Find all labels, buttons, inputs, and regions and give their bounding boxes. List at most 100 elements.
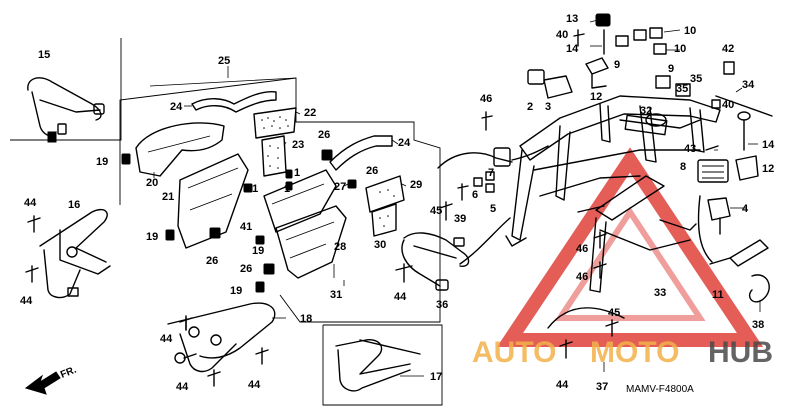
callout-14b: 14 (762, 139, 775, 151)
harness-wire (459, 217, 511, 265)
watermark-auto: AUTO (472, 336, 556, 369)
part-35-clips (655, 75, 691, 97)
main-frame (505, 95, 721, 293)
part-5-harness (437, 145, 549, 169)
callout-25: 25 (218, 55, 230, 67)
callout-9: 9 (614, 59, 620, 71)
part-21-cover (177, 153, 249, 249)
part-2-relay (527, 69, 545, 85)
part-6-7-fasteners (473, 171, 495, 193)
callout-24b: 24 (398, 137, 411, 149)
part-12-bracket (585, 57, 609, 89)
callout-38: 38 (752, 319, 764, 331)
callout-39: 39 (454, 213, 466, 225)
part-24b-trim (329, 135, 393, 171)
part-37-harness (547, 307, 625, 329)
part-34-rod (715, 95, 773, 117)
callout-19c: 19 (252, 245, 264, 257)
part-16-guard (39, 208, 111, 299)
callout-41b: 41 (240, 221, 252, 233)
callout-15: 15 (38, 49, 50, 61)
callout-13: 13 (566, 13, 578, 25)
part-4-sensor (707, 197, 731, 235)
callout-35b: 35 (676, 83, 688, 95)
callout-30: 30 (374, 239, 386, 251)
group-box-bottom (322, 324, 443, 406)
callout-46b: 46 (576, 243, 588, 255)
callout-10: 10 (684, 25, 696, 37)
part-8-regulator (697, 159, 729, 183)
watermark-logo (496, 147, 764, 347)
callout-26d: 26 (240, 263, 252, 275)
callout-19b: 19 (146, 231, 158, 243)
callout-43: 43 (684, 143, 696, 155)
callout-19: 19 (96, 156, 108, 168)
part-23-pad (261, 135, 287, 177)
callout-26c: 26 (206, 255, 218, 267)
callout-40b: 40 (722, 99, 734, 111)
group-box-left (10, 38, 122, 141)
callout-1b: 1 (284, 183, 290, 195)
callout-18: 18 (300, 313, 312, 325)
part-40-bolt-b (711, 99, 721, 109)
callout-12b: 12 (762, 163, 774, 175)
callout-28: 28 (334, 241, 346, 253)
callout-3: 3 (545, 101, 551, 113)
callout-8: 8 (680, 161, 686, 173)
group-box-top (119, 77, 297, 205)
part-13-cap (595, 13, 611, 27)
part-42-bolt (723, 61, 735, 75)
callout-16: 16 (68, 199, 80, 211)
callout-26b: 26 (366, 165, 378, 177)
callout-4: 4 (742, 203, 749, 215)
callout-27: 27 (334, 181, 346, 193)
callout-17: 17 (430, 371, 442, 383)
callout-9b: 9 (668, 63, 674, 75)
callout-11: 11 (712, 289, 724, 301)
callout-24: 24 (170, 101, 183, 113)
callout-22: 22 (304, 107, 316, 119)
callout-36: 36 (436, 299, 448, 311)
callout-31: 31 (330, 289, 342, 301)
callout-32: 32 (640, 105, 652, 117)
callouts: 13 40 14 10 10 9 9 42 34 35 35 2 3 12 32… (20, 13, 775, 393)
part-38-clip (748, 274, 770, 303)
front-direction-arrow-icon (24, 371, 61, 395)
part-3-unit (543, 75, 573, 99)
callout-44b: 44 (20, 295, 33, 307)
callout-46c: 46 (576, 271, 588, 283)
callout-14: 14 (566, 43, 579, 55)
watermark-moto: MOTO (590, 336, 679, 369)
callout-10b: 10 (674, 43, 686, 55)
part-11-harness (697, 195, 769, 267)
callout-23: 23 (292, 139, 304, 151)
callout-45: 45 (430, 205, 442, 217)
callout-12: 12 (590, 91, 602, 103)
diagram-code: MAMV-F4800A (626, 384, 694, 395)
front-direction-label: FR. (59, 364, 78, 380)
part-15-guard (27, 77, 105, 143)
callout-44f: 44 (248, 379, 261, 391)
callout-44d: 44 (160, 333, 173, 345)
callout-37: 37 (596, 381, 608, 393)
callout-26: 26 (318, 129, 330, 141)
callout-42: 42 (722, 43, 734, 55)
callout-40: 40 (556, 29, 568, 41)
watermark-hub: HUB (708, 336, 773, 369)
callout-5: 5 (490, 203, 496, 215)
watermark-triangle-icon (496, 147, 764, 347)
part-22-pad (253, 107, 297, 139)
watermark-text: AUTO MOTO HUB (472, 336, 773, 369)
part-24-trim (191, 90, 277, 113)
part-29-pad (365, 175, 405, 237)
callout-46: 46 (480, 93, 492, 105)
callout-21: 21 (162, 191, 174, 203)
callout-6: 6 (472, 189, 478, 201)
callout-44c: 44 (394, 291, 407, 303)
part-18-guard (167, 302, 276, 373)
callout-35: 35 (690, 73, 702, 85)
callout-33: 33 (654, 287, 666, 299)
callout-41: 41 (246, 183, 258, 195)
callout-7: 7 (488, 167, 494, 179)
